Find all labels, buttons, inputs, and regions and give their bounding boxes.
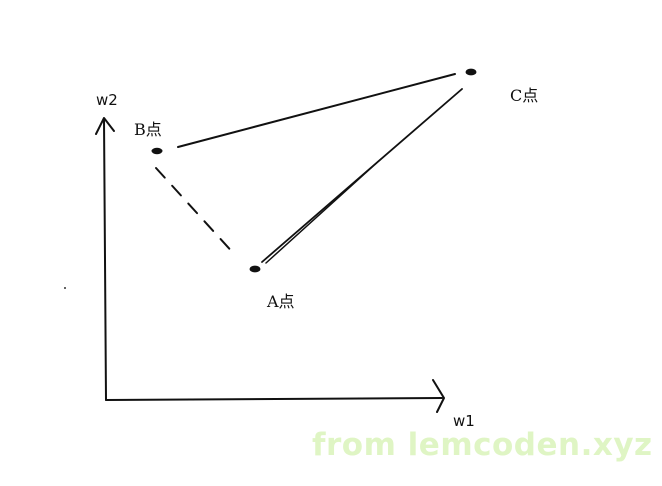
b-to-c-line (177, 73, 456, 148)
stray-mark (64, 287, 66, 289)
w1-axis-label: w1 (453, 412, 475, 430)
point-c-dot (465, 68, 477, 76)
point-b-label: B点 (134, 120, 162, 139)
w2-axis-arrowhead (95, 117, 115, 135)
w1-axis-line (105, 397, 443, 401)
w2-axis-line (103, 118, 107, 401)
c-to-a-line-second-stroke (265, 158, 382, 264)
point-a-dot (249, 265, 261, 273)
point-b-dot (151, 147, 163, 155)
watermark-text: from lemcoden.xyz (312, 427, 653, 463)
point-c-label: C点 (510, 86, 538, 105)
point-a-label: A点 (266, 292, 295, 311)
w1-axis-arrowhead (432, 379, 445, 413)
b-to-a-dashed-line (155, 167, 237, 257)
w2-axis-label: w2 (96, 91, 118, 109)
